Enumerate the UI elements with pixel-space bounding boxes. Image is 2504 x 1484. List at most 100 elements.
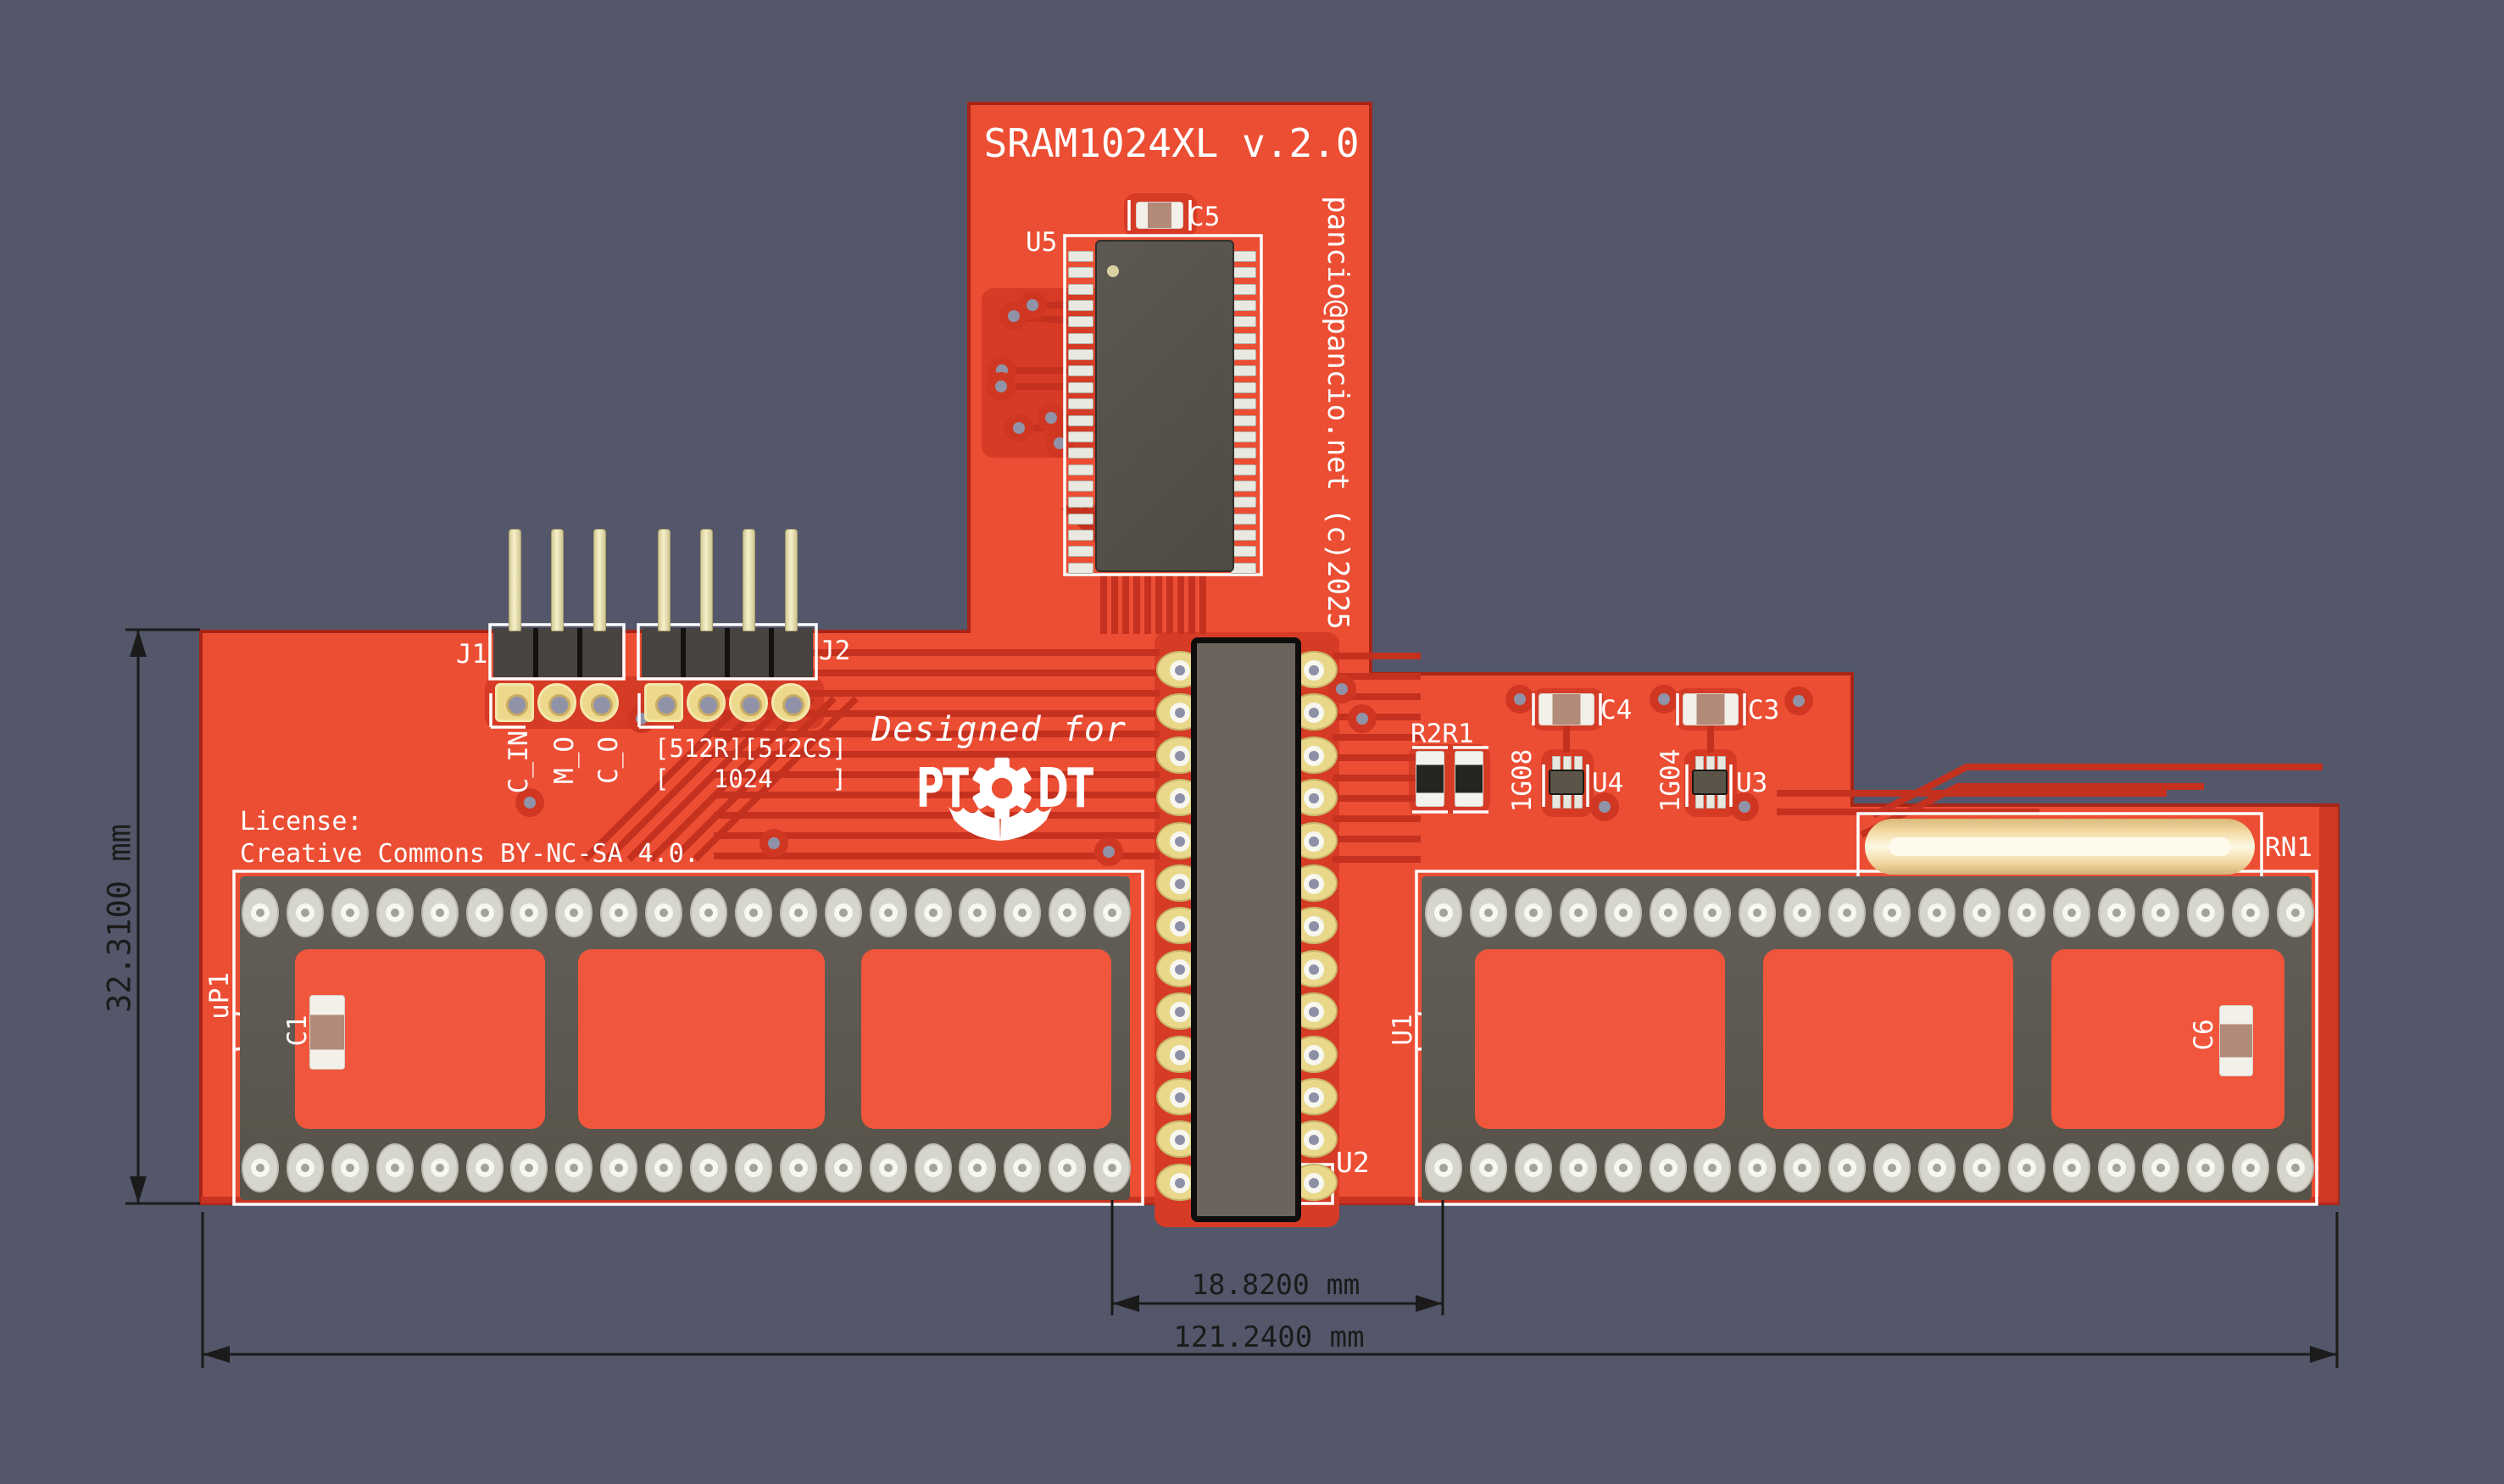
socket-up1-outline	[232, 870, 1144, 1206]
dimension-board-height: 32.3100 mm	[101, 824, 138, 1013]
dim-width-lines	[201, 1212, 2339, 1368]
designator-c1: C1	[282, 1014, 313, 1047]
socket-pin	[959, 1143, 997, 1192]
through-hole-pad	[644, 683, 683, 722]
via-hole	[1027, 299, 1038, 311]
dimension-connector-span: 18.8200 mm	[1191, 1268, 1361, 1301]
u5-pin	[1068, 300, 1093, 312]
socket-pin	[1873, 1143, 1911, 1192]
dim-height-lines	[125, 628, 200, 1205]
socket-pin	[645, 888, 683, 937]
dim-arrow	[130, 1176, 147, 1203]
socket-pin	[286, 888, 324, 937]
pcb-trace	[671, 696, 837, 862]
ic-pin1-dot	[1107, 265, 1119, 277]
logo-text-left: PT	[915, 756, 969, 820]
via-hole	[768, 837, 780, 849]
dim-arrow	[130, 630, 147, 657]
through-hole-pad	[580, 683, 619, 722]
header-pin	[785, 529, 798, 631]
through-hole-pad	[495, 683, 534, 722]
designator-u3: U3	[1736, 768, 1768, 798]
u5-pin	[1068, 398, 1093, 410]
via-hole	[1008, 310, 1020, 322]
socket-pin	[2097, 888, 2135, 937]
socket-pin	[1783, 1143, 1822, 1192]
via-hole	[1054, 437, 1066, 449]
u5-pin	[1231, 546, 1256, 558]
socket-pin	[734, 1143, 772, 1192]
socket-pin	[1049, 1143, 1087, 1192]
via-hole	[1103, 846, 1115, 858]
sot-pin-u3	[1695, 756, 1704, 770]
via-hole	[1356, 713, 1368, 725]
u5-pin	[1231, 431, 1256, 442]
u5-pin	[1068, 332, 1093, 344]
designator-u1: U1	[1388, 1014, 1418, 1046]
through-hole-pad	[537, 683, 576, 722]
dim-arrow	[2310, 1346, 2337, 1363]
socket-pin	[1514, 888, 1552, 937]
u5-pin	[1231, 365, 1256, 377]
u5-pin	[1068, 464, 1093, 475]
socket-pin	[1004, 1143, 1042, 1192]
socket-pin	[1559, 888, 1597, 937]
u5-pin	[1068, 267, 1093, 279]
u5-pin	[1068, 497, 1093, 509]
socket-pin	[690, 888, 727, 937]
socket-pin	[1828, 1143, 1867, 1192]
sot-pin-u3	[1706, 794, 1715, 809]
dimension-layer	[125, 628, 2339, 1368]
socket-pin	[2232, 1143, 2270, 1192]
u5-pin	[1231, 251, 1256, 262]
header-pin	[593, 529, 606, 631]
socket-window	[578, 949, 825, 1129]
dim-arrow	[1416, 1295, 1443, 1312]
socket-pin	[1873, 888, 1911, 937]
header-cell	[642, 628, 686, 677]
designator-c5: C5	[1188, 202, 1221, 232]
u5-pin	[1231, 414, 1256, 426]
u5-pin	[1068, 414, 1093, 426]
socket-pin	[1604, 888, 1642, 937]
socket-pin	[510, 1143, 548, 1192]
u5-pin	[1068, 546, 1093, 558]
u5-pin	[1231, 529, 1256, 541]
socket-pin	[242, 888, 279, 937]
socket-pin	[1962, 1143, 2000, 1192]
socket-pin	[420, 1143, 459, 1192]
socket-pin	[376, 1143, 414, 1192]
socket-pin	[869, 1143, 907, 1192]
pcb-trace	[626, 696, 793, 862]
socket-pin	[242, 1143, 279, 1192]
ptdt-logo: PT DT	[909, 753, 1100, 824]
capacitor-c3	[1683, 693, 1739, 725]
socket-pin	[555, 888, 593, 937]
designed-for-text: Designed for	[871, 710, 1127, 749]
socket-pin	[331, 888, 369, 937]
capacitor-c4	[1539, 693, 1594, 725]
u5-pin	[1068, 349, 1093, 361]
pcb-trace	[693, 696, 859, 862]
r2r1-marks	[1412, 746, 1488, 814]
u5-pin	[1068, 365, 1093, 377]
socket-pin	[1004, 888, 1042, 937]
designator-u2: U2	[1336, 1146, 1370, 1179]
pcb-trace	[604, 696, 771, 862]
rn1-highlight	[1889, 837, 2231, 856]
socket-pin	[779, 1143, 817, 1192]
socket-pin	[824, 888, 862, 937]
designator-j1: J1	[456, 639, 488, 670]
designator-u4: U4	[1592, 768, 1624, 798]
socket-pin	[465, 1143, 504, 1192]
u5-pin	[1068, 283, 1093, 295]
socket-window	[1763, 949, 2013, 1129]
u5-pin	[1068, 447, 1093, 459]
u5-pin	[1068, 381, 1093, 393]
socket-u1-outline	[1415, 870, 2318, 1206]
header-pin	[743, 529, 755, 631]
sot-pin-u3	[1717, 756, 1726, 770]
option-row1: [512R][512CS]	[654, 734, 847, 763]
socket-pin	[1783, 888, 1822, 937]
resistor-network-rn1	[1865, 819, 2255, 875]
